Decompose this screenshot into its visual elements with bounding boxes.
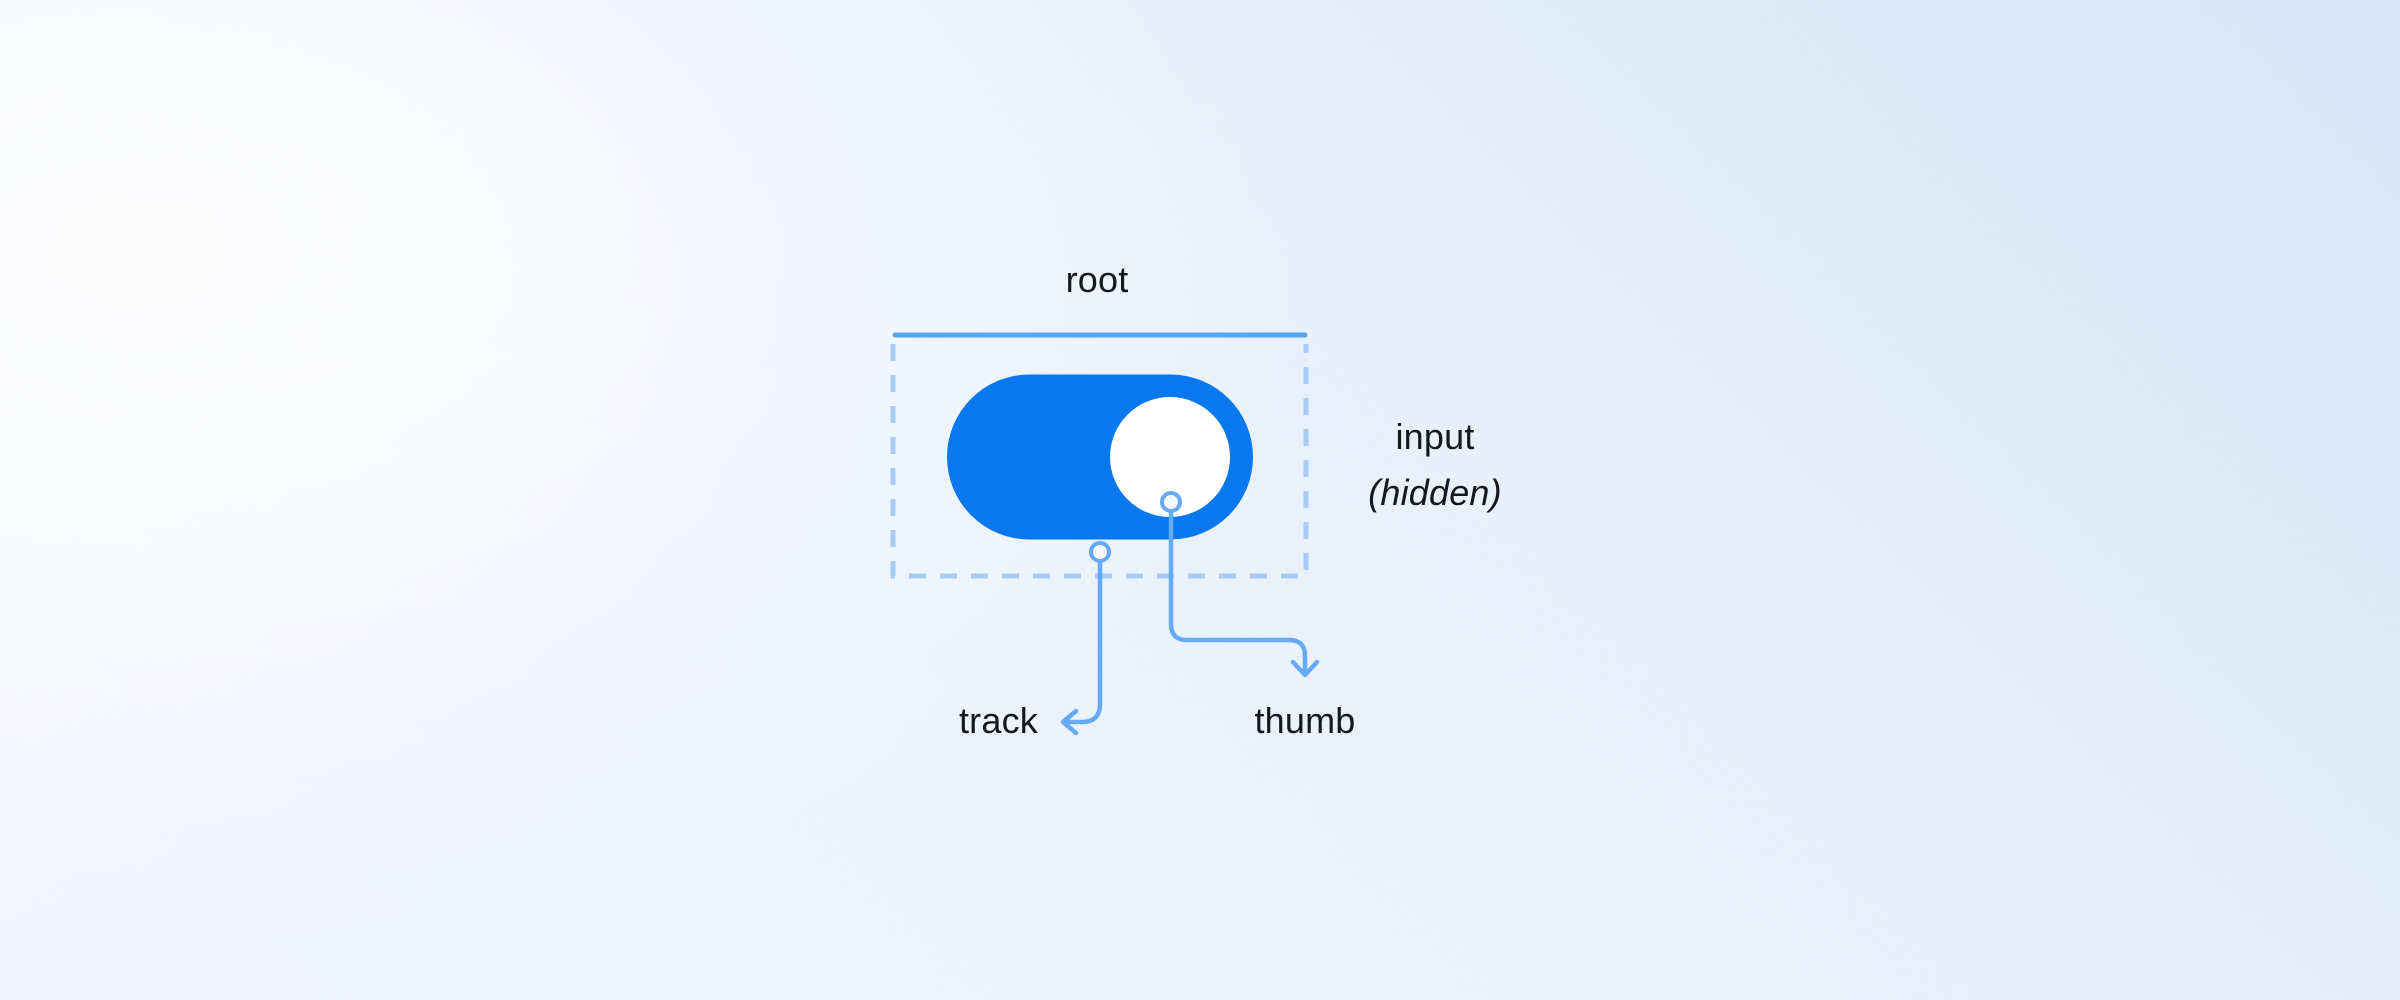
track-annotation-line bbox=[1062, 560, 1103, 725]
input-label: input (hidden) bbox=[1310, 409, 1560, 521]
switch-thumb bbox=[1110, 397, 1230, 517]
thumb-connector-dot bbox=[1160, 491, 1182, 513]
input-label-name: input bbox=[1395, 416, 1475, 457]
thumb-arrowhead bbox=[1290, 659, 1320, 678]
input-hidden-note: (hidden) bbox=[1368, 472, 1502, 513]
root-label: root bbox=[1065, 259, 1129, 300]
thumb-annotation-line bbox=[1168, 510, 1308, 676]
track-arrowhead bbox=[1060, 708, 1079, 736]
track-connector-dot bbox=[1089, 541, 1111, 563]
track-label: track bbox=[958, 700, 1038, 741]
thumb-label: thumb bbox=[1254, 700, 1356, 741]
